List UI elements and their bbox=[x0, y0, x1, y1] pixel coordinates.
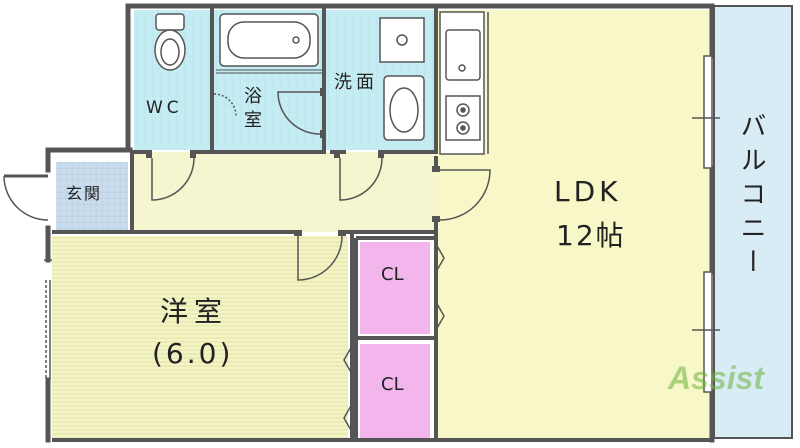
entrance-area bbox=[56, 162, 128, 232]
balcony-area bbox=[713, 5, 793, 439]
western-room-size-label: (6.0) bbox=[152, 337, 234, 370]
bathtub-icon bbox=[219, 13, 319, 67]
closet-2-area bbox=[360, 344, 430, 438]
hallway-area bbox=[132, 152, 436, 232]
toilet-icon bbox=[154, 13, 186, 71]
closet-1-label: CL bbox=[381, 264, 404, 285]
washroom-label: 洗面 bbox=[334, 72, 378, 93]
entrance-label: 玄関 bbox=[66, 184, 103, 203]
closet-1-area bbox=[360, 242, 430, 334]
ldk-label: LDK bbox=[554, 175, 622, 208]
washing-machine-pan-icon bbox=[379, 17, 425, 63]
closet-2-label: CL bbox=[381, 374, 404, 395]
wc-label: WC bbox=[146, 98, 183, 118]
assist-watermark-logo: Assist bbox=[668, 360, 765, 396]
bath-label: 浴室 bbox=[241, 86, 262, 134]
wash-basin-icon bbox=[383, 75, 425, 141]
western-room-label: 洋室 bbox=[160, 295, 229, 328]
balcony-label: バルコニー bbox=[736, 112, 766, 282]
kitchen-counter bbox=[439, 11, 485, 155]
ldk-size-label: 12帖 bbox=[556, 219, 626, 252]
